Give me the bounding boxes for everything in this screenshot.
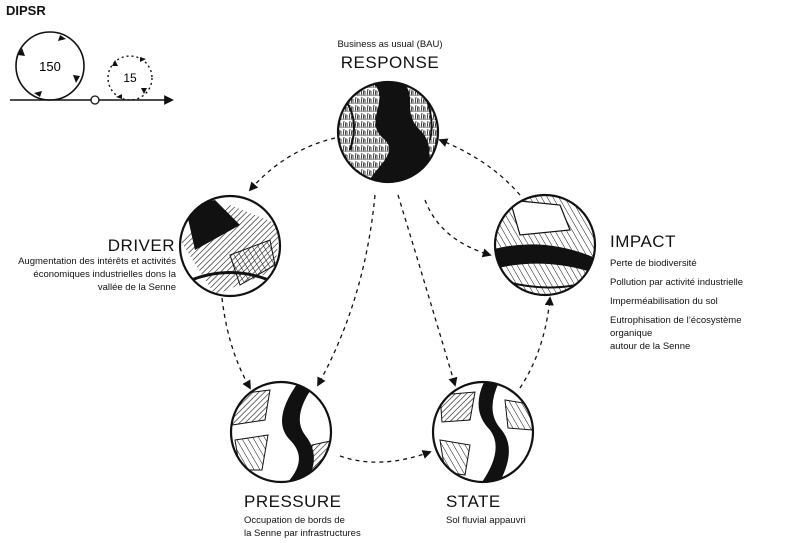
- arrow-impact-response: [438, 138, 521, 196]
- impact-item: Eutrophisation de l’écosystème organique: [610, 315, 742, 339]
- response-circle: [336, 80, 440, 184]
- pressure-line: Occupation de bords de: [244, 515, 345, 526]
- arrow-response-pressure: [317, 194, 376, 387]
- state-description: Sol fluvial appauvri: [446, 514, 596, 527]
- arrow-state-impact: [519, 296, 554, 389]
- impact-item: Perte de biodiversité: [610, 258, 697, 269]
- response-illustration: [338, 82, 438, 182]
- driver-line: vallée de la Senne: [97, 282, 176, 293]
- response-subtitle: Business as usual (BAU): [337, 39, 443, 50]
- driver-description: Augmentation des intérêts et activités é…: [8, 255, 176, 294]
- impact-item: autour de la Senne: [610, 341, 691, 352]
- impact-item: Pollution par activité industrielle: [610, 277, 744, 288]
- cycle-legend-icon: [10, 31, 174, 105]
- impact-circle: [493, 193, 597, 297]
- driver-illustration: [180, 196, 280, 296]
- state-label: STATE: [446, 492, 501, 511]
- diagram-title: DIPSR: [6, 3, 46, 18]
- response-label: RESPONSE: [340, 53, 440, 72]
- driver-line: Augmentation des intérêts et activités: [18, 256, 176, 267]
- driver-line: économiques industrielles dons la: [33, 269, 176, 280]
- arrow-driver-pressure: [221, 297, 251, 390]
- pressure-illustration: [231, 382, 331, 482]
- pressure-line: la Senne par infrastructures: [244, 528, 361, 539]
- pressure-circle: [229, 380, 333, 484]
- arrow-pressure-state: [339, 450, 432, 463]
- impact-illustration: [495, 195, 595, 295]
- impact-item: Imperméabilisation du sol: [610, 296, 718, 307]
- cycle-legend-big-label: 150: [39, 59, 61, 74]
- pressure-description: Occupation de bords de la Senne par infr…: [244, 514, 414, 540]
- arrow-response-impact: [424, 199, 492, 258]
- state-line: Sol fluvial appauvri: [446, 515, 526, 526]
- state-illustration: [433, 382, 533, 482]
- driver-label: DRIVER: [107, 236, 175, 255]
- arrow-response-driver: [248, 137, 336, 192]
- driver-circle: [178, 194, 282, 298]
- impact-list: Perte de biodiversité Pollution par acti…: [610, 257, 785, 353]
- arrow-response-state: [397, 194, 458, 387]
- state-circle: [431, 380, 535, 484]
- impact-label: IMPACT: [610, 232, 676, 251]
- cycle-legend-small-label: 15: [123, 71, 137, 85]
- cycle-arrows: [221, 137, 554, 463]
- pressure-label: PRESSURE: [244, 492, 342, 511]
